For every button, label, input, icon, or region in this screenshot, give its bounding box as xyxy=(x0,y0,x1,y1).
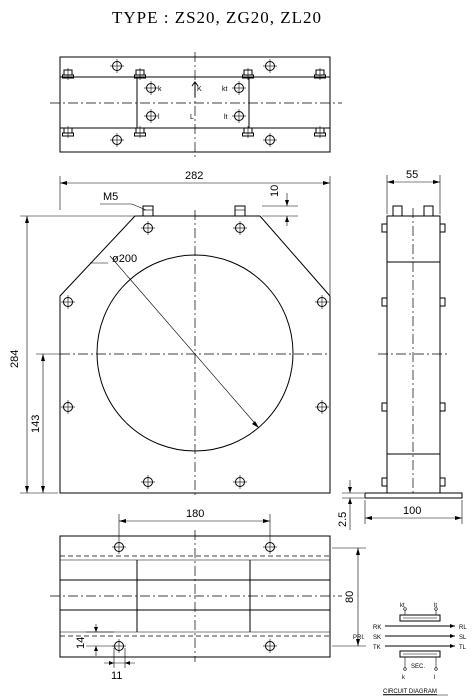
dim-bottom-height: 80 xyxy=(344,591,356,603)
circuit-rl: RL xyxy=(459,625,467,631)
front-terminal-studs xyxy=(142,205,246,217)
terminal-plate xyxy=(136,76,250,129)
front-view: 282 10 M5 ø200 284 143 xyxy=(9,170,331,496)
circuit-sk: SK xyxy=(373,635,381,641)
circuit-secondary-label: SEC. xyxy=(411,664,425,670)
terminal-screw-k xyxy=(143,80,159,96)
top-view: k kt l lt K L xyxy=(50,52,342,158)
dim-center-height: 143 xyxy=(30,415,42,433)
circuit-primary-label: PRI. xyxy=(353,635,365,641)
label-l: l xyxy=(158,114,160,121)
bore-circle xyxy=(96,254,294,452)
label-arrow-k: K xyxy=(197,86,202,93)
circuit-k: k xyxy=(402,675,406,681)
dim-base: 100 xyxy=(403,505,421,517)
dim-offset: 14 xyxy=(75,637,87,649)
label-center-l: L xyxy=(190,114,194,121)
bottom-view: 180 80 14 11 xyxy=(50,508,366,682)
front-outline xyxy=(59,215,331,494)
circuit-l: l xyxy=(434,675,435,681)
label-k: k xyxy=(158,86,162,93)
terminal-screw-lt xyxy=(231,108,247,124)
drawing-title: TYPE : ZS20, ZG20, ZL20 xyxy=(112,8,322,27)
label-kt: kt xyxy=(222,86,228,93)
label-bore-diameter: ø200 xyxy=(112,253,137,265)
dim-base-thickness: 2.5 xyxy=(337,512,349,527)
circuit-diagram: kt lt RK SK TK RL SL TL PRI. SEC. k l CI… xyxy=(353,603,467,696)
circuit-tk: TK xyxy=(373,645,381,651)
side-view: 55 100 2.5 xyxy=(337,169,463,530)
terminal-screw-kt xyxy=(231,80,247,96)
circuit-lt: lt xyxy=(434,603,437,609)
dim-edge: 10 xyxy=(269,185,281,197)
dim-width: 282 xyxy=(185,170,203,182)
circuit-sl: SL xyxy=(459,635,467,641)
dim-depth: 55 xyxy=(406,169,418,181)
dim-hole: 11 xyxy=(111,670,122,682)
label-lt: lt xyxy=(224,114,228,121)
circuit-caption: CIRCUIT DIAGRAM xyxy=(383,689,437,695)
dim-spacing: 180 xyxy=(186,508,204,520)
dim-height: 284 xyxy=(9,350,21,368)
terminal-screw-l xyxy=(143,108,159,124)
side-bolts xyxy=(381,223,446,487)
circuit-kt: kt xyxy=(400,603,405,609)
label-screw-size: M5 xyxy=(103,191,118,203)
circuit-rk: RK xyxy=(373,625,381,631)
circuit-tl: TL xyxy=(459,645,467,651)
